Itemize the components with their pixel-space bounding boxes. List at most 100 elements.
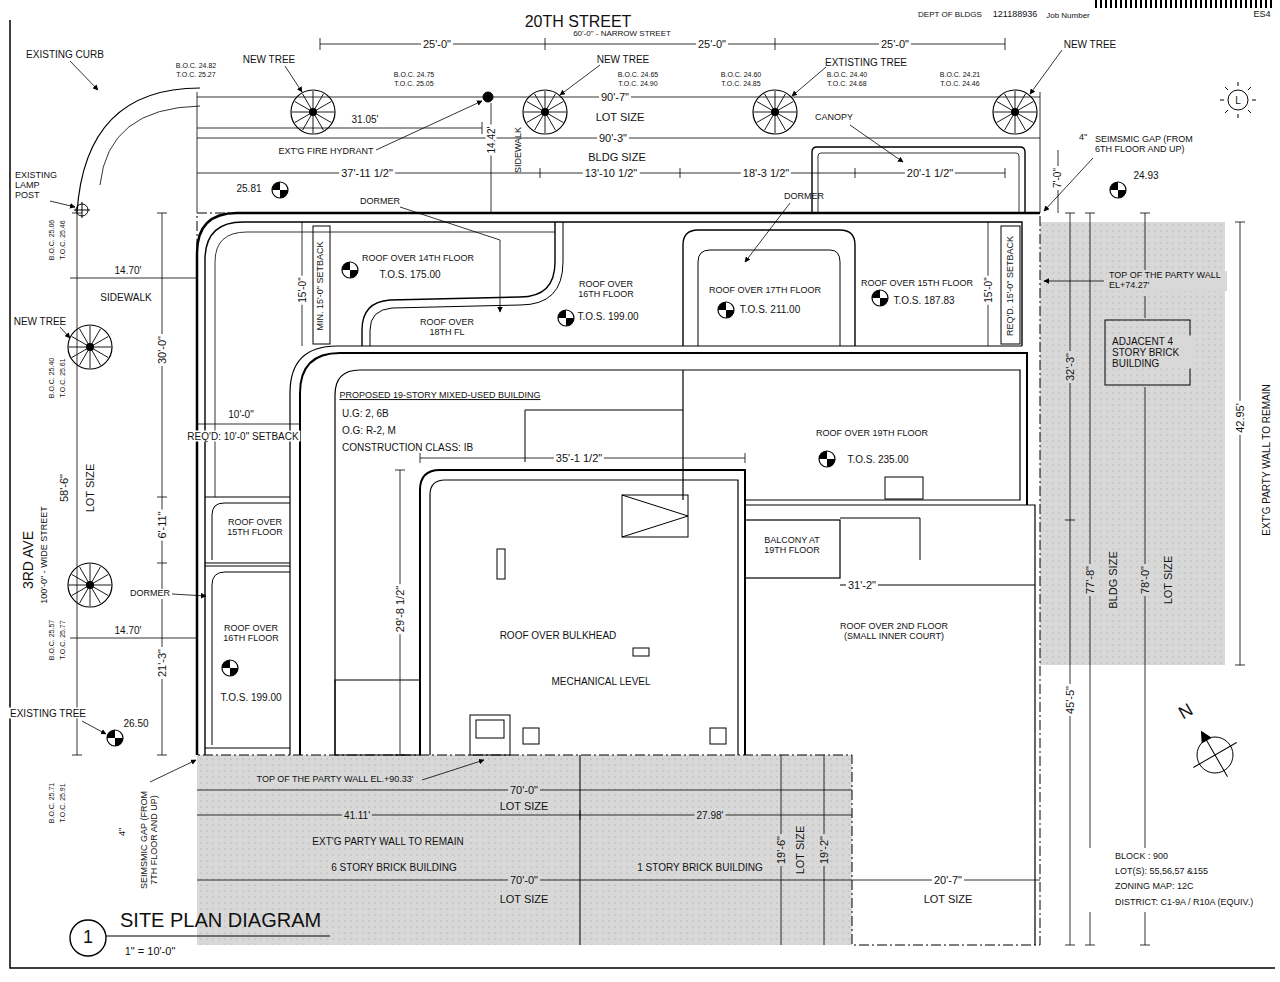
plan-label: 31.05': [352, 114, 379, 125]
plan-label: B.O.C. 24.82: [176, 62, 216, 70]
neighbour-buildings: [197, 222, 1225, 945]
plan-label: B.O.C. 24.75: [394, 71, 434, 79]
area-label: BALCONY AT 19TH FLOOR: [760, 536, 824, 556]
plan-label: 100'-0" - WIDE STREET: [40, 506, 50, 603]
plan-label: B.O.C. 24.60: [721, 71, 761, 79]
plan-label: LOT(S): 55,56,57 &155: [1115, 867, 1208, 877]
plan-label: T.O.C. 24.46: [940, 80, 979, 88]
plan-label: B.O.C. 25.06: [48, 220, 56, 260]
area-label: ROOF OVER 16TH FLOOR: [571, 280, 641, 300]
plan-label: 27.98': [695, 810, 726, 821]
plan-label: 32'-3": [1064, 351, 1076, 383]
plan-label: 6'-11": [156, 509, 168, 540]
area-label: ROOF OVER 18TH FL: [416, 318, 478, 338]
plan-label: SIDEWALK: [514, 127, 524, 173]
plan-label: T.O.C. 25.27: [176, 71, 215, 79]
area-label: ROOF OVER BULKHEAD: [500, 630, 617, 641]
area-label: 1 STORY BRICK BUILDING: [635, 862, 765, 873]
plan-area: ROOF OVER 18TH FL: [362, 300, 683, 346]
plan-label: NEW TREE: [243, 54, 296, 65]
plan-label: SEIMSMIC GAP (FROM 7TH FLOOR AND UP): [140, 785, 160, 895]
plan-label: B.O.C. 25.71: [48, 783, 56, 823]
plan-label: MIN. 15'-0" SETBACK: [316, 242, 326, 331]
plan-label: 70'-0": [508, 784, 540, 796]
sheet-frame: [10, 0, 1275, 968]
plan-label: B.O.C. 24.40: [827, 71, 867, 79]
area-label: ROOF OVER 15TH FLOOR: [861, 279, 973, 289]
plan-label: LOT SIZE: [498, 800, 551, 812]
plan-label: DEPT OF BLDGS: [918, 11, 982, 20]
plan-label: U.G: 2, 6B: [342, 408, 389, 419]
plan-label: T.O.C. 25.05: [394, 80, 433, 88]
plan-label: 37'-11 1/2": [339, 167, 395, 179]
lot-line: [197, 213, 1040, 945]
trees: [68, 90, 1037, 607]
plan-label: SIDEWALK: [100, 292, 151, 303]
plan-label: 35'-1 1/2": [554, 452, 604, 464]
plan-label: EXT'G PARTY WALL TO REMAIN: [310, 836, 465, 847]
plan-label: 121188936: [993, 10, 1037, 20]
area-label: ROOF OVER 14TH FLOOR: [362, 254, 474, 264]
plan-area: ROOF OVER 19TH FLOOR T.O.S. 235.00: [683, 370, 1020, 500]
plan-label: N: [1175, 700, 1196, 724]
plan-label: 42.95': [1234, 401, 1246, 435]
area-label: T.O.S. 175.00: [379, 269, 440, 280]
leader-lines: [50, 50, 1104, 782]
plan-label: NEW TREE: [14, 316, 67, 327]
plan-label: 58'-6": [58, 474, 70, 502]
plan-area: ROOF OVER BULKHEADMECHANICAL LEVEL: [430, 480, 738, 755]
plan-label: EXT'G PARTY WALL TO REMAIN: [1261, 384, 1272, 535]
plan-label: TOP OF THE PARTY WALL EL+74.27': [1107, 271, 1227, 291]
plan-area: 1 STORY BRICK BUILDING: [580, 755, 852, 945]
area-label: ROOF OVER 19TH FLOOR: [816, 429, 928, 439]
plan-label: 10'-0": [228, 409, 253, 420]
plan-area: BALCONY AT 19TH FLOOR: [745, 520, 840, 578]
plan-label: T.O.C. 24.68: [827, 80, 866, 88]
plan-label: 24.93: [1133, 170, 1158, 181]
plan-label: ZONING MAP: 12C: [1115, 882, 1194, 892]
plan-area: ROOF OVER 15TH FLOOR T.O.S. 187.83: [855, 222, 988, 346]
plan-label: 1: [83, 928, 93, 948]
plan-label: 90'-3": [597, 132, 629, 144]
plan-area: ROOF OVER 16TH FLOORT.O.S. 199.00: [555, 222, 683, 345]
plan-area: ROOF OVER 16TH FLOOR T.O.S. 199.00: [212, 572, 290, 745]
area-label: ROOF OVER 16TH FLOOR: [216, 624, 286, 644]
plan-label: 26.50: [123, 718, 148, 729]
plan-label: 60'-0" - NARROW STREET: [573, 30, 671, 39]
plan-label: 18'-3 1/2": [741, 167, 791, 179]
plan-label: 30'-0": [156, 334, 168, 366]
area-label: ROOF OVER 2ND FLOOR (SMALL INNER COURT): [829, 622, 959, 642]
plan-area: ROOF OVER 17TH FLOORT.O.S. 211.00: [698, 250, 840, 346]
plan-label: 78'-0": [1139, 564, 1151, 596]
plan-label: ES4: [1253, 10, 1270, 20]
plan-label: BLOCK : 900: [1115, 852, 1168, 862]
plan-label: NEW TREE: [1064, 39, 1117, 50]
area-label: T.O.S. 211.00: [740, 304, 800, 315]
plan-label: EXT'G FIRE HYDRANT: [278, 147, 373, 157]
plan-label: DORMER: [360, 197, 400, 207]
area-label: T.O.S. 187.83: [893, 295, 954, 306]
plan-label: BLDG SIZE: [1107, 549, 1119, 610]
plan-label: PROPOSED 19-STORY MIXED-USED BUILDING: [339, 391, 540, 401]
plan-label: 7'-0": [1052, 166, 1063, 190]
sheet-title: SITE PLAN DIAGRAM: [120, 909, 321, 931]
plan-label: 31'-2": [846, 579, 878, 591]
area-label: T.O.S. 199.00: [220, 692, 281, 703]
plan-label: 70'-0": [508, 874, 540, 886]
plan-area: ADJACENT 4 STORY BRICK BUILDING: [1105, 320, 1190, 385]
plan-label: 25'-0": [879, 38, 911, 50]
plan-area: ROOF OVER 15TH FLOOR: [212, 503, 290, 560]
plan-label: BLDG SIZE: [588, 151, 645, 163]
area-label: ADJACENT 4 STORY BRICK BUILDING: [1110, 336, 1192, 369]
plan-area: ROOF OVER 2ND FLOOR (SMALL INNER COURT): [745, 585, 1035, 755]
plan-area: ROOF OVER 14TH FLOOR T.O.S. 175.00: [205, 222, 555, 345]
area-label: T.O.S. 235.00: [847, 454, 908, 465]
plan-label: L: [1235, 95, 1241, 106]
plan-label: 20'-1 1/2": [905, 167, 955, 179]
plan-label: T.O.C. 24.90: [618, 80, 657, 88]
plan-label: 19'-2": [818, 834, 830, 866]
plan-label: DORMER: [784, 192, 824, 202]
plan-label: TOP OF THE PARTY WALL EL.+90.33': [255, 775, 416, 785]
plan-label: 14.70': [115, 625, 142, 636]
